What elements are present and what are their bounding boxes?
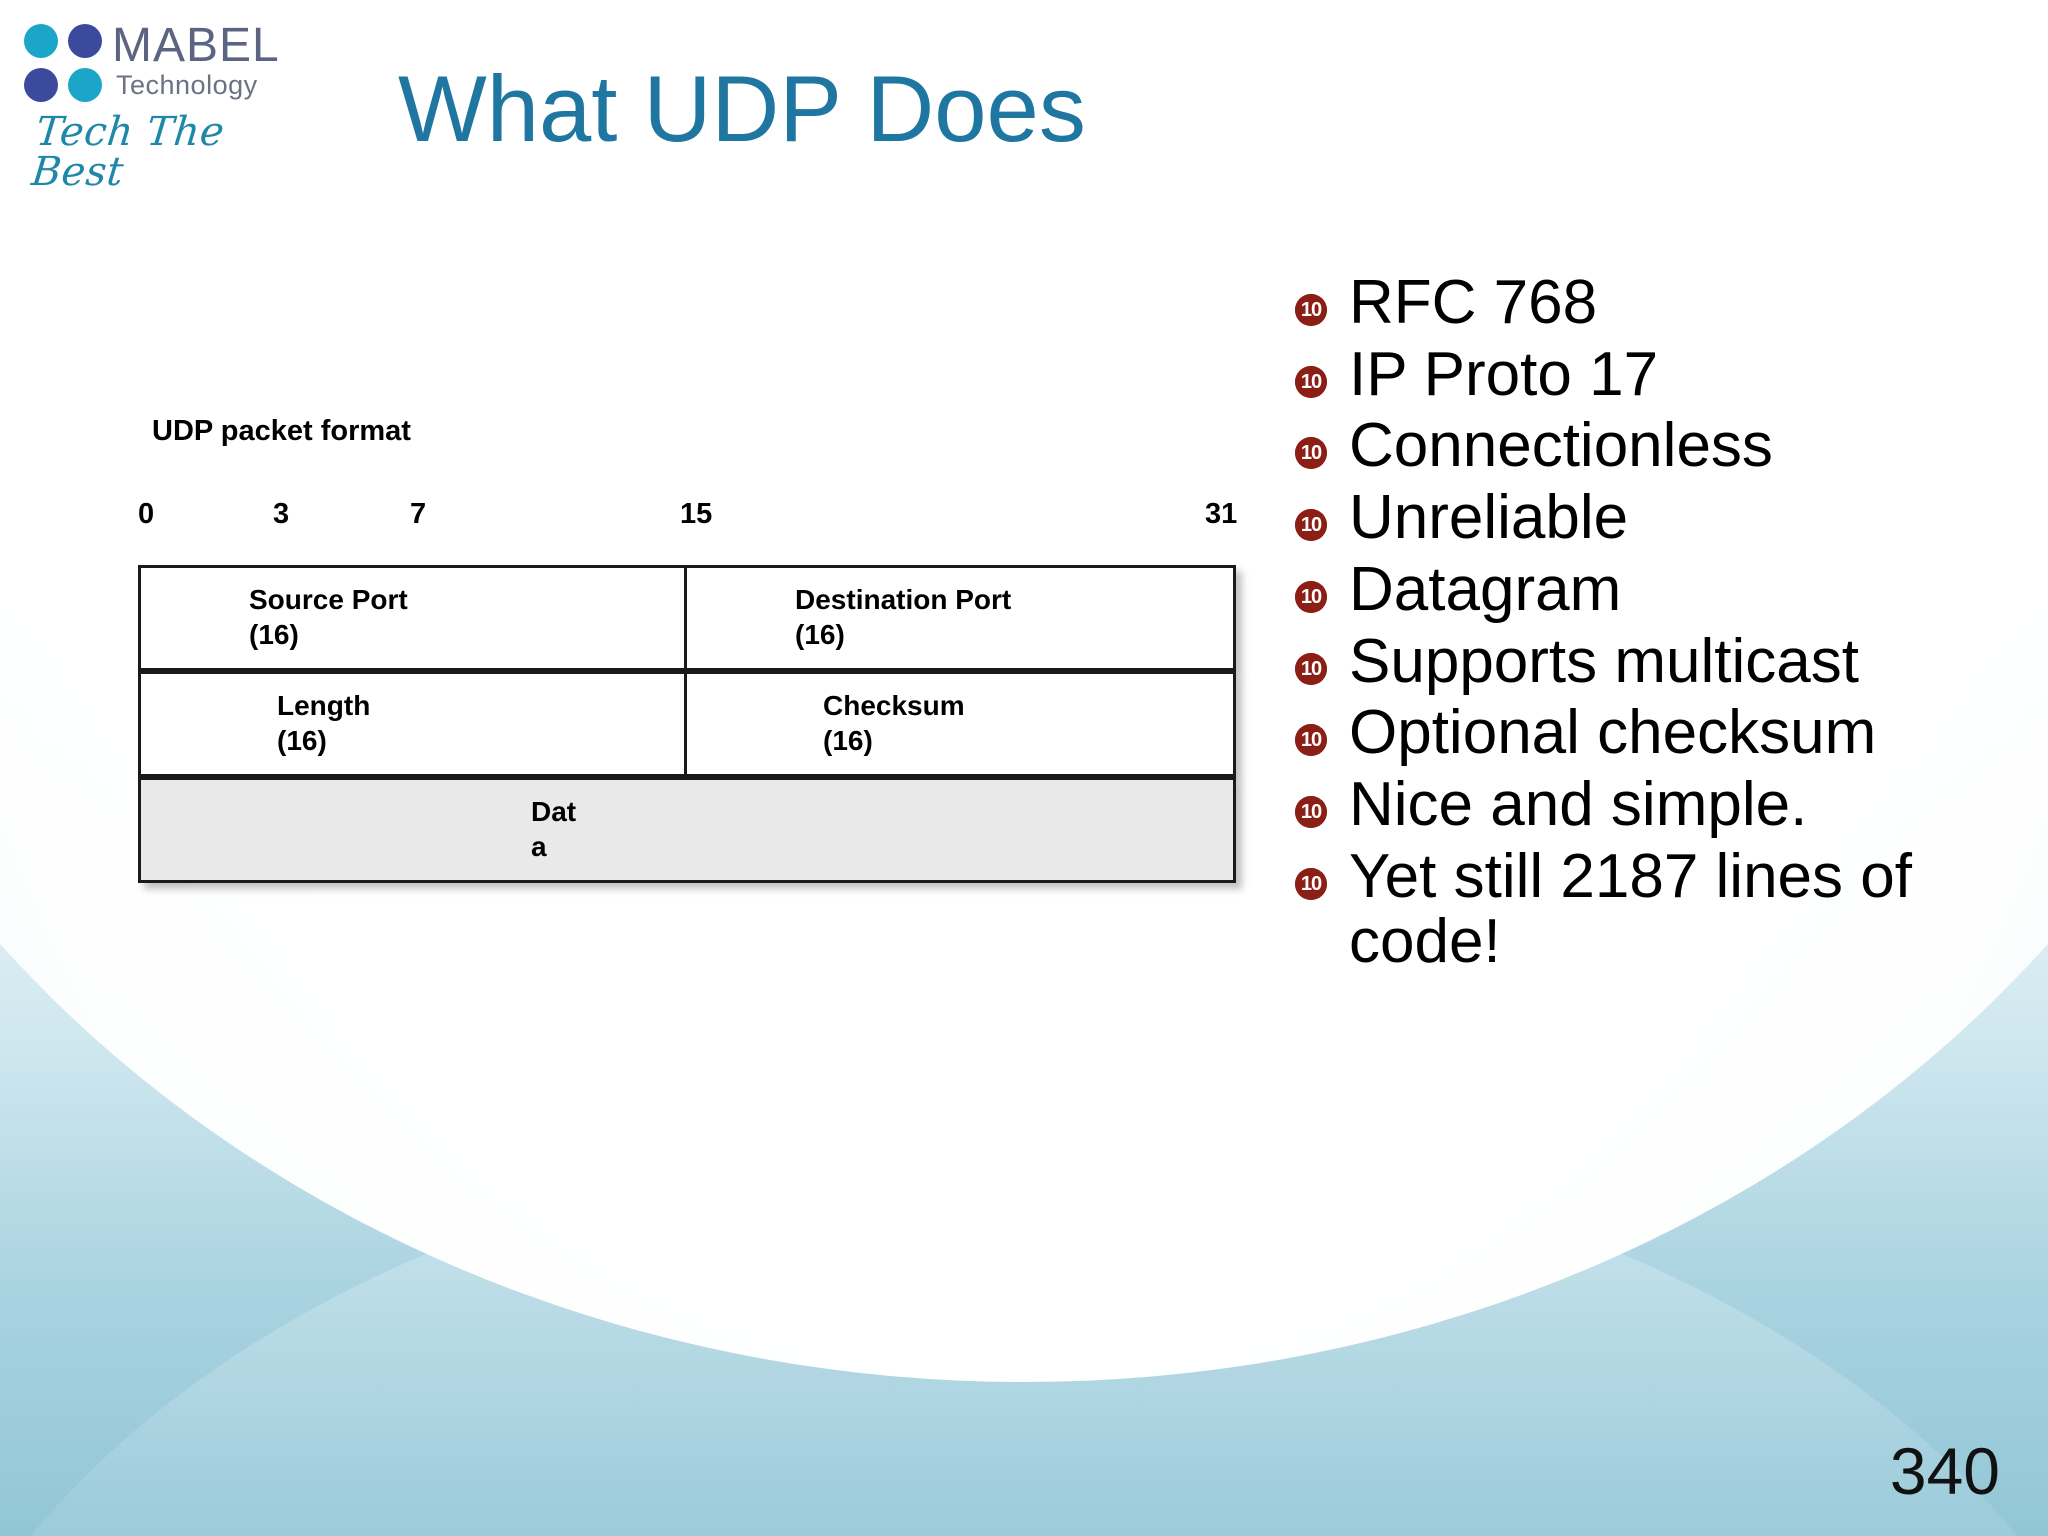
udp-feature-list: 10 RFC 768 10 IP Proto 17 10 Connectionl… <box>1295 270 2015 981</box>
diagram-caption: UDP packet format <box>152 415 411 447</box>
background-top-white <box>0 0 2048 615</box>
list-item-label: Optional checksum <box>1349 698 1877 768</box>
field-width: (16) <box>249 619 299 650</box>
list-item-label: Supports multicast <box>1349 626 1859 696</box>
bullet-ten-icon: 10 <box>1295 796 1327 829</box>
field-width: (16) <box>823 725 873 756</box>
packet-field-length: Length (16) <box>141 674 687 774</box>
list-item-label: Nice and simple. <box>1349 770 1808 840</box>
bullet-ten-icon: 10 <box>1295 580 1327 613</box>
logo-dot-4-icon <box>68 68 102 102</box>
bit-label-15: 15 <box>680 498 713 530</box>
bullet-ten-icon: 10 <box>1295 365 1327 398</box>
field-label-part1: Dat <box>531 796 577 827</box>
field-label-part2: a <box>531 831 547 862</box>
field-width: (16) <box>795 619 845 650</box>
packet-field-destination-port: Destination Port (16) <box>687 568 1233 668</box>
page-number: 340 <box>1889 1434 2000 1508</box>
list-item-label: RFC 768 <box>1349 268 1598 337</box>
bullet-ten-icon: 10 <box>1295 867 1327 900</box>
bullet-ten-icon: 10 <box>1295 652 1327 685</box>
field-label: Source Port <box>249 584 408 615</box>
bullet-ten-icon: 10 <box>1295 294 1327 326</box>
udp-packet-diagram: UDP packet format 0 3 7 15 31 Source Por… <box>0 0 1237 883</box>
list-item: 10 Connectionless <box>1295 413 2015 479</box>
bit-label-0: 0 <box>138 498 155 530</box>
packet-field-checksum: Checksum (16) <box>687 674 1233 774</box>
list-item: 10 Supports multicast <box>1295 626 2015 696</box>
bit-ruler: 0 3 7 15 31 <box>0 500 1300 540</box>
bullet-ten-icon: 10 <box>1295 724 1327 757</box>
logo-dot-2-icon <box>68 24 102 58</box>
list-item: 10 IP Proto 17 <box>1295 339 2015 409</box>
bullet-ten-icon: 10 <box>1295 509 1327 542</box>
packet-field-data: Dat a <box>141 780 1233 880</box>
packet-row-ports: Source Port (16) Destination Port (16) <box>138 565 1236 671</box>
bullet-ten-icon: 10 <box>1295 437 1327 470</box>
list-item-label: IP Proto 17 <box>1349 339 1659 409</box>
list-item-label: Yet still 2187 lines of code! <box>1349 841 1912 977</box>
bit-label-3: 3 <box>273 498 290 530</box>
logo-brand-name: MABEL <box>112 19 280 72</box>
list-item-label: Datagram <box>1349 554 1622 624</box>
packet-row-data: Dat a <box>138 777 1236 883</box>
packet-table: Source Port (16) Destination Port (16) L… <box>138 565 1236 883</box>
packet-field-source-port: Source Port (16) <box>141 568 687 668</box>
list-item: 10 RFC 768 <box>1295 270 2015 336</box>
packet-row-length-checksum: Length (16) Checksum (16) <box>138 671 1236 777</box>
field-width: (16) <box>277 725 327 756</box>
list-item: 10 Datagram <box>1295 557 2015 623</box>
list-item: 10 Yet still 2187 lines of code! <box>1295 841 2015 977</box>
field-label: Length <box>277 690 371 721</box>
list-item: 10 Optional checksum <box>1295 700 2015 766</box>
logo-dot-1-icon <box>24 24 58 58</box>
list-item-label: Unreliable <box>1349 483 1629 553</box>
company-logo: MABEL Technology Tech The Best <box>24 16 284 195</box>
logo-sub-brand: Technology <box>116 70 258 100</box>
logo-dot-3-icon <box>24 68 58 102</box>
logo-dots-icon <box>24 24 110 106</box>
bit-label-7: 7 <box>410 498 427 530</box>
list-item: 10 Nice and simple. <box>1295 772 2015 838</box>
list-item: 10 Unreliable <box>1295 485 2015 551</box>
field-label: Destination Port <box>795 584 1012 615</box>
slide-title: What UDP Does <box>398 56 1086 161</box>
field-label: Checksum <box>823 690 965 721</box>
list-item-label: Connectionless <box>1349 411 1773 481</box>
bit-label-31: 31 <box>1205 498 1238 530</box>
